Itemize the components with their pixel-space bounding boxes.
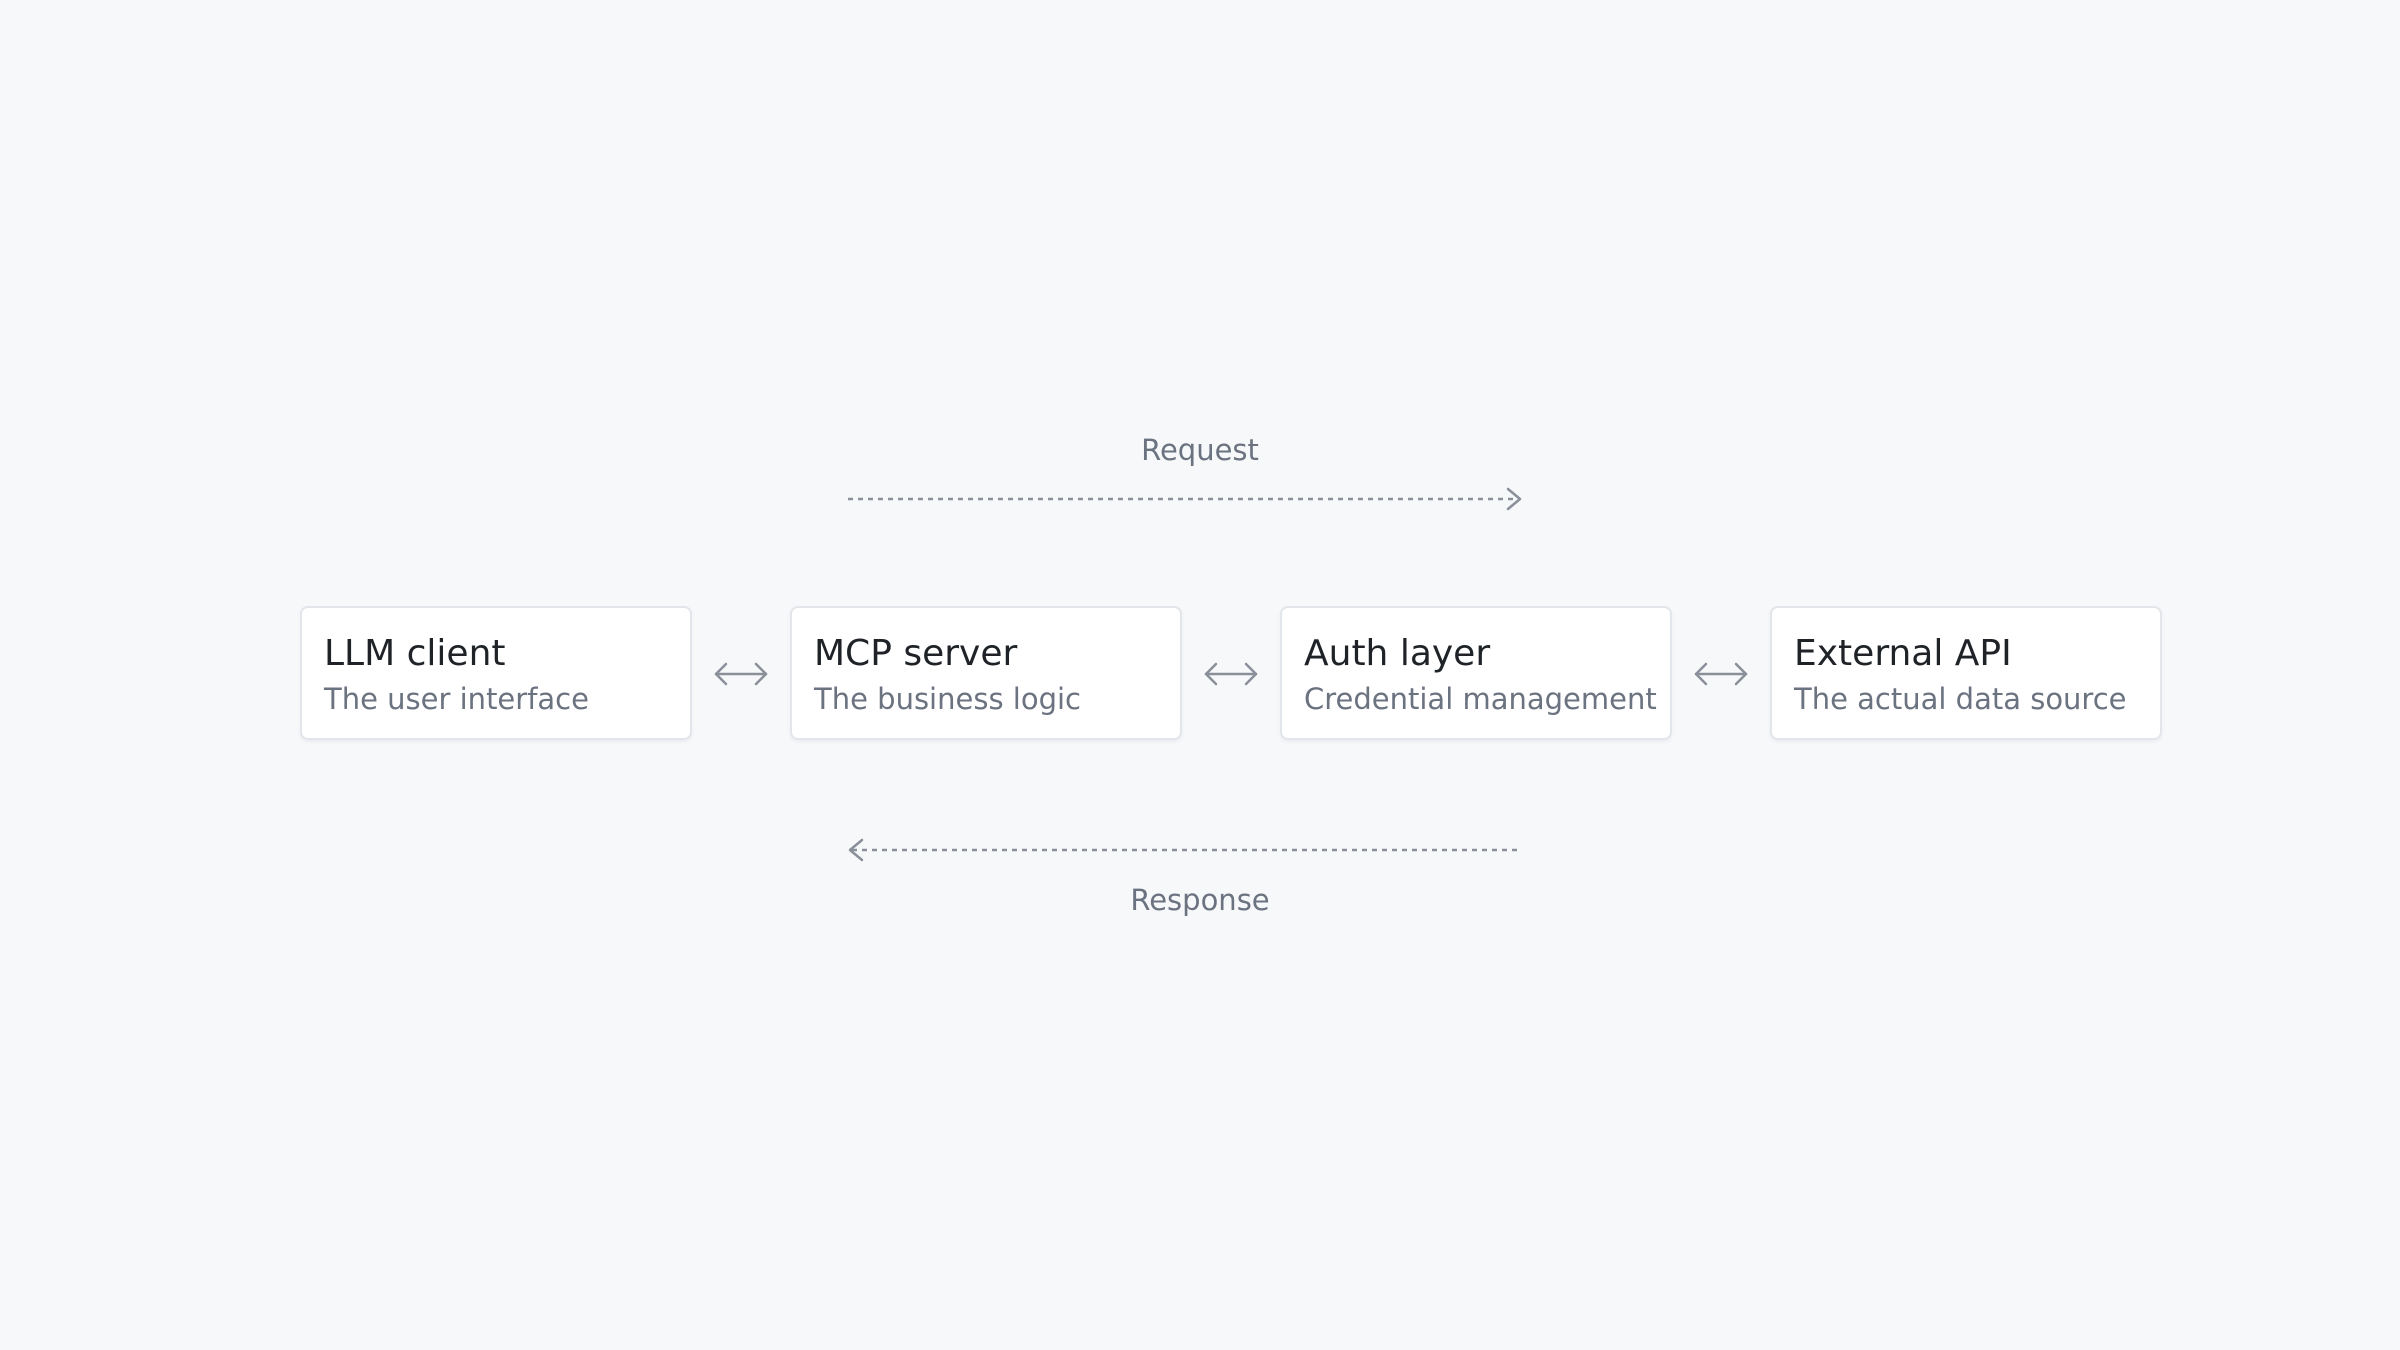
double-arrow-icon (714, 662, 768, 686)
node-title: Auth layer (1304, 633, 1491, 674)
double-arrow-icon (1694, 662, 1748, 686)
response-arrow-icon (848, 838, 1522, 862)
request-label: Request (1141, 433, 1259, 467)
node-mcp-server: MCP server The business logic (790, 606, 1182, 740)
request-arrow-icon (848, 487, 1522, 511)
node-subtitle: The business logic (814, 681, 1081, 716)
node-subtitle: The actual data source (1794, 681, 2127, 716)
node-external-api: External API The actual data source (1770, 606, 2162, 740)
response-label: Response (1130, 883, 1270, 917)
double-arrow-icon (1204, 662, 1258, 686)
node-auth-layer: Auth layer Credential management (1280, 606, 1672, 740)
node-title: MCP server (814, 633, 1018, 674)
node-llm-client: LLM client The user interface (300, 606, 692, 740)
node-subtitle: Credential management (1304, 681, 1657, 716)
node-subtitle: The user interface (324, 681, 589, 716)
node-title: External API (1794, 633, 2012, 674)
node-title: LLM client (324, 633, 506, 674)
